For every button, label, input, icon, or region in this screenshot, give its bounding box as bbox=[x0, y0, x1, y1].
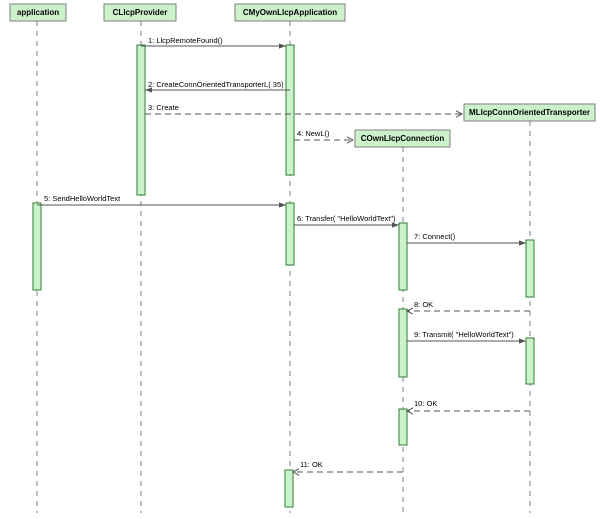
message-1[interactable]: 1: LlcpRemoteFound() bbox=[141, 36, 286, 49]
lifeline-box-clicpprovider[interactable] bbox=[103, 3, 177, 22]
activation-bar-cmyownllcpapplication-3[interactable] bbox=[285, 202, 295, 266]
activation-bar-application-2[interactable] bbox=[32, 202, 42, 291]
activations-layer bbox=[32, 44, 535, 508]
message-label-11: 11: OK bbox=[300, 460, 323, 469]
message-2[interactable]: 2: CreateConnOrientedTransporterL( 35) bbox=[145, 80, 290, 93]
lifeline-head-clicpprovider[interactable]: CLlcpProvider bbox=[103, 3, 177, 22]
lifeline-head-cownllcpconnection[interactable]: COwnLlcpConnection bbox=[354, 129, 451, 148]
message-5[interactable]: 5: SendHelloWorldText bbox=[37, 194, 286, 208]
message-arrowhead-9 bbox=[519, 338, 526, 344]
activation-bar-cownllcpconnection-6[interactable] bbox=[398, 308, 408, 378]
lifeline-box-cmyownllcpapplication[interactable] bbox=[234, 3, 346, 22]
lifeline-label-mllcpconnorientedtransporter: MLlcpConnOrientedTransporter bbox=[469, 108, 590, 117]
message-arrowhead-2 bbox=[145, 87, 152, 93]
lifeline-label-application: application bbox=[17, 8, 59, 17]
message-label-10: 10: OK bbox=[414, 399, 437, 408]
message-arrowhead-8 bbox=[405, 307, 414, 315]
activation-bar-mllcpconnorientedtransporter-5[interactable] bbox=[525, 239, 535, 298]
lifeline-label-cownllcpconnection: COwnLlcpConnection bbox=[361, 134, 445, 143]
message-label-2: 2: CreateConnOrientedTransporterL( 35) bbox=[148, 80, 284, 89]
message-label-8: 8: OK bbox=[414, 300, 433, 309]
message-arrowhead-11 bbox=[291, 468, 300, 476]
message-label-4: 4: NewL() bbox=[297, 129, 330, 138]
activation-bar-cownllcpconnection-4[interactable] bbox=[398, 222, 408, 291]
lifeline-box-cownllcpconnection[interactable] bbox=[354, 129, 451, 148]
activation-bar-clicpprovider-0[interactable] bbox=[136, 44, 146, 196]
lifeline-box-application[interactable] bbox=[9, 3, 67, 22]
activation-bar-cownllcpconnection-8[interactable] bbox=[398, 408, 408, 446]
lifeline-head-application[interactable]: application bbox=[9, 3, 67, 22]
lifeline-label-cmyownllcpapplication: CMyOwnLlcpApplication bbox=[243, 8, 337, 17]
message-label-3: 3: Create bbox=[148, 103, 179, 112]
lifeline-label-clicpprovider: CLlcpProvider bbox=[113, 8, 168, 17]
message-arrowhead-4 bbox=[346, 136, 355, 144]
message-label-1: 1: LlcpRemoteFound() bbox=[148, 36, 223, 45]
message-label-9: 9: Transmit( "HelloWorldText") bbox=[414, 330, 514, 339]
message-6[interactable]: 6: Transfer( "HelloWorldText") bbox=[294, 214, 399, 228]
message-label-5: 5: SendHelloWorldText bbox=[44, 194, 121, 203]
message-arrowhead-3 bbox=[455, 110, 464, 118]
message-label-7: 7: Connect() bbox=[414, 232, 456, 241]
activation-bar-cmyownllcpapplication-1[interactable] bbox=[285, 44, 295, 176]
message-11[interactable]: 11: OK bbox=[291, 460, 403, 476]
activation-bar-application-9[interactable] bbox=[284, 469, 294, 508]
message-arrowhead-5 bbox=[279, 202, 286, 208]
lifeline-box-mllcpconnorientedtransporter[interactable] bbox=[463, 103, 596, 122]
message-9[interactable]: 9: Transmit( "HelloWorldText") bbox=[407, 330, 526, 344]
message-arrowhead-1 bbox=[279, 43, 286, 49]
message-arrowhead-6 bbox=[392, 222, 399, 228]
message-arrowhead-7 bbox=[519, 240, 526, 246]
message-3[interactable]: 3: Create bbox=[145, 103, 464, 118]
message-10[interactable]: 10: OK bbox=[405, 399, 530, 415]
lifelines-layer bbox=[36, 21, 531, 513]
message-4[interactable]: 4: NewL() bbox=[294, 129, 355, 144]
message-label-6: 6: Transfer( "HelloWorldText") bbox=[297, 214, 396, 223]
lifeline-head-boxes-layer: application CLlcpProvider CMyOwnLlcpApplic… bbox=[9, 3, 596, 148]
activation-bar-mllcpconnorientedtransporter-7[interactable] bbox=[525, 337, 535, 385]
message-arrowhead-10 bbox=[405, 407, 414, 415]
lifeline-head-mllcpconnorientedtransporter[interactable]: MLlcpConnOrientedTransporter bbox=[463, 103, 596, 122]
message-7[interactable]: 7: Connect() bbox=[407, 232, 526, 246]
lifeline-head-cmyownllcpapplication[interactable]: CMyOwnLlcpApplication bbox=[234, 3, 346, 22]
messages-layer: 1: LlcpRemoteFound() 2: CreateConnOriente… bbox=[37, 36, 530, 476]
message-8[interactable]: 8: OK bbox=[405, 300, 530, 315]
